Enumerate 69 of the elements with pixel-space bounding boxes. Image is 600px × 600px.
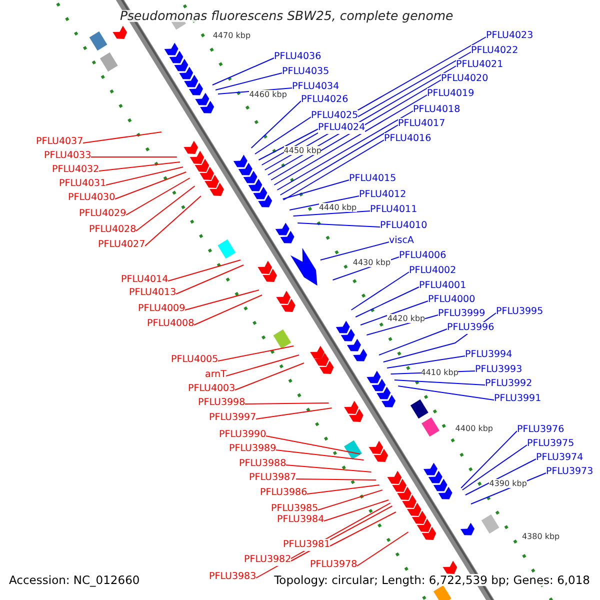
- leader-line: [212, 58, 274, 86]
- scale-tick-label: 4470 kbp: [212, 31, 251, 40]
- scale-tick-label: 4440 kbp: [318, 203, 357, 212]
- leader-line: [280, 124, 398, 196]
- leader-line: [330, 512, 396, 546]
- leader-line: [289, 196, 360, 210]
- leader-line: [250, 100, 302, 148]
- leader-line: [292, 210, 370, 216]
- leader-line: [126, 178, 190, 216]
- gene-label: PFLU4024: [318, 122, 366, 134]
- leader-line: [90, 156, 178, 158]
- gene-label: PFLU3982: [244, 554, 292, 566]
- leader-line: [460, 430, 518, 488]
- leader-line: [258, 128, 318, 160]
- scale-tick-label: 4460 kbp: [249, 90, 287, 99]
- leader-line: [296, 478, 377, 480]
- leader-line: [324, 500, 389, 522]
- leader-line: [394, 380, 486, 386]
- leader-line: [168, 260, 241, 282]
- leader-line: [356, 532, 409, 566]
- leader-line: [320, 242, 390, 260]
- leader-line: [270, 80, 442, 180]
- leader-line: [464, 458, 536, 496]
- leader-line: [144, 196, 202, 246]
- leader-line: [176, 264, 244, 294]
- genome-title: Pseudomonas fluorescens SBW25, complete genome: [120, 10, 454, 22]
- leader-line: [462, 444, 528, 490]
- gene-label: PFLU3981: [283, 539, 330, 551]
- scale-tick-label: 4450 kbp: [284, 146, 322, 155]
- gene-label: PFLU3996: [447, 322, 494, 334]
- leader-line: [355, 286, 420, 318]
- scale-tick-label: 4420 kbp: [387, 314, 426, 323]
- leader-line: [386, 356, 466, 368]
- leader-line: [215, 72, 282, 90]
- leader-line: [282, 140, 384, 200]
- scale-tick-label: 4380 kbp: [522, 532, 560, 541]
- leader-line: [276, 450, 364, 460]
- scale-tick-label: 4410 kbp: [420, 368, 458, 377]
- leader-line: [286, 464, 372, 472]
- leader-line: [226, 354, 300, 376]
- scale-tick-label: 4430 kbp: [352, 258, 391, 267]
- scale-tick-label: 4400 kbp: [455, 424, 493, 433]
- leader-line: [266, 436, 361, 454]
- leader-line: [378, 328, 448, 356]
- leader-line: [98, 162, 180, 172]
- leader-line: [318, 490, 383, 510]
- leader-line: [350, 272, 410, 310]
- leader-line: [282, 180, 350, 200]
- leader-line: [136, 186, 196, 232]
- leader-line: [218, 346, 294, 362]
- genome-summary-note: Topology: circular; Length: 6,722,539 bp; Genes: 6,018: [274, 574, 590, 586]
- leader-line: [82, 132, 162, 144]
- leader-line: [254, 116, 312, 154]
- leader-line: [274, 94, 428, 186]
- leader-line: [398, 386, 494, 400]
- leader-line: [234, 362, 304, 390]
- leader-line: [194, 294, 263, 326]
- leader-line: [306, 484, 380, 494]
- scale-tick-label: 4390 kbp: [489, 479, 527, 488]
- leader-line: [360, 300, 428, 326]
- accession-note: Accession: NC_012660: [9, 574, 140, 586]
- leader-line: [244, 402, 330, 404]
- leader-line: [276, 110, 414, 190]
- leader-line: [256, 408, 332, 420]
- leader-line: [184, 290, 260, 310]
- gene-label: PFLU4025: [311, 110, 358, 122]
- leader-line: [114, 172, 187, 200]
- leader-line: [297, 222, 380, 228]
- leader-line: [106, 166, 184, 186]
